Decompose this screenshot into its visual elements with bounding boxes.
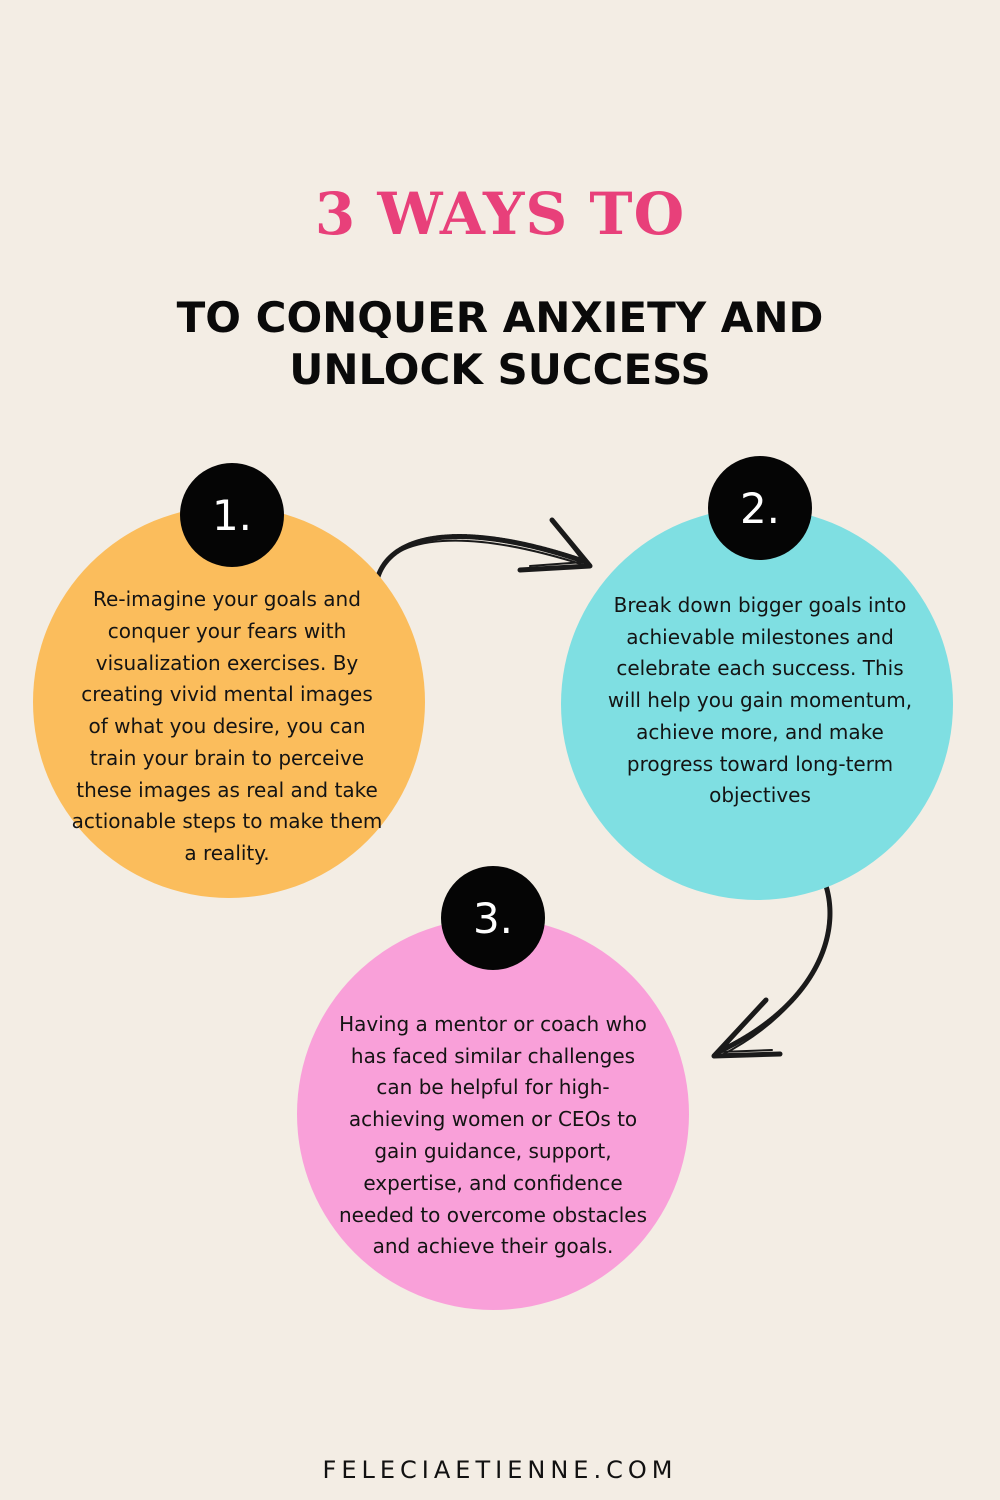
curved-arrow-right-icon	[374, 517, 593, 583]
step-1-text: Re-imagine your goals and conquer your f…	[71, 586, 383, 866]
step-3-text: Having a mentor or coach who has faced s…	[338, 1011, 648, 1259]
infographic-title: 3 WAYS TO	[314, 180, 686, 248]
step-2-circle: Break down bigger goals into achievable …	[561, 508, 953, 900]
step-3-circle: Having a mentor or coach who has faced s…	[297, 918, 689, 1310]
subtitle-line-1: TO CONQUER ANXIETY AND	[176, 293, 824, 342]
website-footer[interactable]: FELECIAETIENNE.COM	[322, 1456, 678, 1484]
step-1-number-badge: 1.	[180, 463, 284, 567]
step-2-number-badge: 2.	[708, 456, 812, 560]
infographic-subtitle: TO CONQUER ANXIETY AND UNLOCK SUCCESS	[0, 292, 1000, 396]
subtitle-line-2: UNLOCK SUCCESS	[289, 345, 711, 394]
step-3-number-badge: 3.	[441, 866, 545, 970]
step-2-text: Break down bigger goals into achievable …	[607, 592, 913, 808]
step-1-circle: Re-imagine your goals and conquer your f…	[33, 506, 425, 898]
